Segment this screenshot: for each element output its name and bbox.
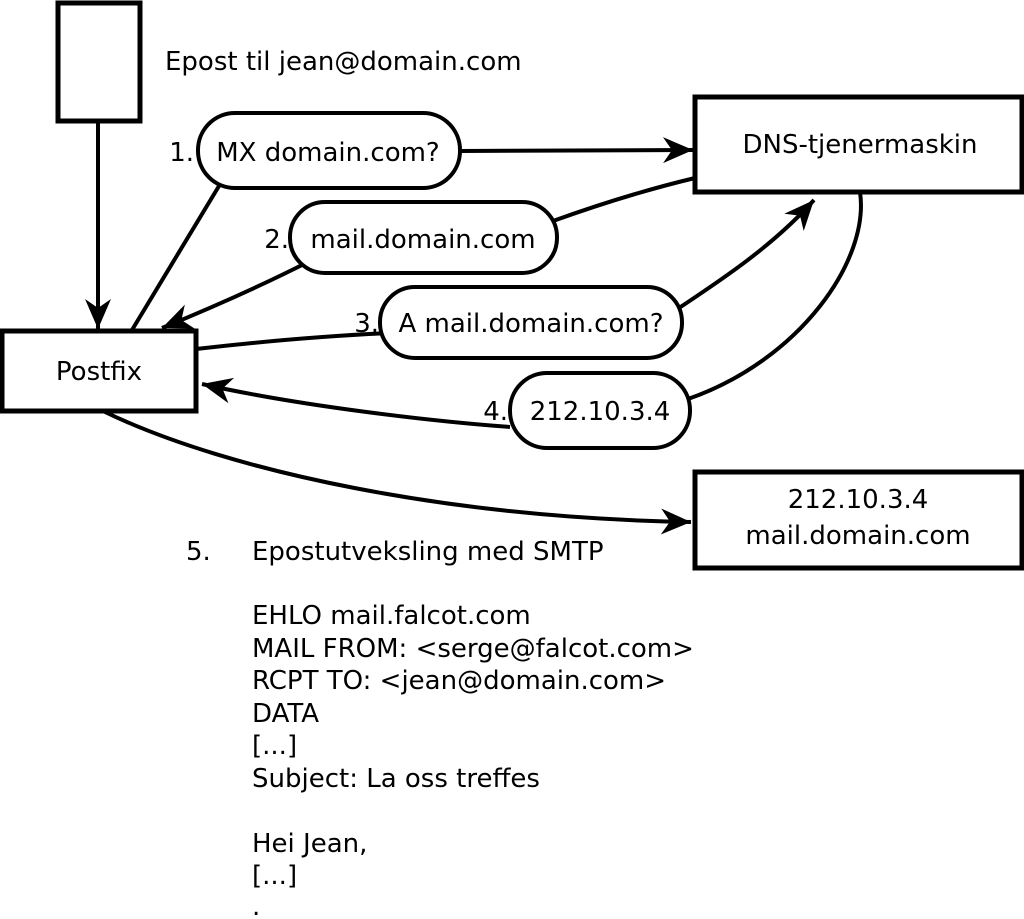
line-dns-to-ip-reply [687, 191, 863, 401]
step-4-number: 4. [483, 397, 508, 427]
mail-server-box [692, 469, 1024, 571]
dns-server-label: DNS-tjenermaskin [742, 130, 977, 160]
mail-server-node: 212.10.3.4 mail.domain.com [692, 469, 1024, 571]
step-5-label: 5. Epostutveksling med SMTP [186, 537, 604, 567]
smtp-line: RCPT TO: <jean@domain.com> [252, 666, 666, 696]
mail-server-ip-label: 212.10.3.4 [788, 485, 929, 515]
smtp-line: EHLO mail.falcot.com [252, 601, 531, 631]
smtp-line: Hei Jean, [252, 829, 367, 859]
line-postfix-to-a-query [195, 331, 391, 351]
arrow-postfix-to-mailserver [104, 410, 692, 535]
smtp-session-block: EHLO mail.falcot.com MAIL FROM: <serge@f… [252, 601, 694, 919]
arrow-mx-reply-to-postfix [161, 260, 309, 330]
smtp-line: . [252, 892, 260, 919]
smtp-exchange-label: Epostutveksling med SMTP [252, 537, 604, 567]
postfix-box [0, 328, 199, 414]
step-5-number: 5. [186, 537, 211, 567]
step-1-number: 1. [169, 138, 194, 168]
ip-reply-pill [508, 371, 692, 450]
diagram-title: Epost til jean@domain.com [165, 47, 522, 77]
message-node [55, 0, 143, 124]
smtp-line: Subject: La oss treffes [252, 764, 540, 794]
line-dns-to-mx-reply [552, 176, 696, 223]
step-2-number: 2. [264, 225, 289, 255]
message-box [55, 0, 143, 124]
mx-query-pill [196, 111, 462, 190]
a-query-label: A mail.domain.com? [399, 309, 664, 339]
mx-reply-label: mail.domain.com [310, 225, 535, 255]
smtp-line: MAIL FROM: <serge@falcot.com> [252, 634, 694, 664]
a-query-pill [378, 285, 684, 360]
step-1-query-pill: 1. MX domain.com? [169, 111, 462, 190]
smtp-line: DATA [252, 699, 319, 729]
dns-server-node: DNS-tjenermaskin [692, 94, 1024, 195]
arrow-a-query-to-dns [674, 198, 816, 312]
step-3-number: 3. [354, 309, 379, 339]
arrow-mx-query-to-dns [458, 137, 694, 164]
ip-reply-label: 212.10.3.4 [530, 397, 671, 427]
line-postfix-to-mx-query [130, 179, 224, 332]
mx-query-label: MX domain.com? [216, 138, 439, 168]
step-4-reply-pill: 4. 212.10.3.4 [483, 371, 692, 450]
postfix-node: Postfix [0, 328, 199, 414]
mx-reply-pill [288, 200, 559, 275]
smtp-line: [...] [252, 731, 297, 761]
dns-server-box [692, 94, 1024, 195]
step-3-query-pill: 3. A mail.domain.com? [354, 285, 684, 360]
mail-server-host-label: mail.domain.com [745, 521, 970, 551]
smtp-line: [...] [252, 861, 297, 891]
postfix-label: Postfix [56, 357, 142, 387]
arrow-ip-reply-to-postfix [201, 377, 511, 429]
step-2-reply-pill: 2. mail.domain.com [264, 200, 559, 275]
